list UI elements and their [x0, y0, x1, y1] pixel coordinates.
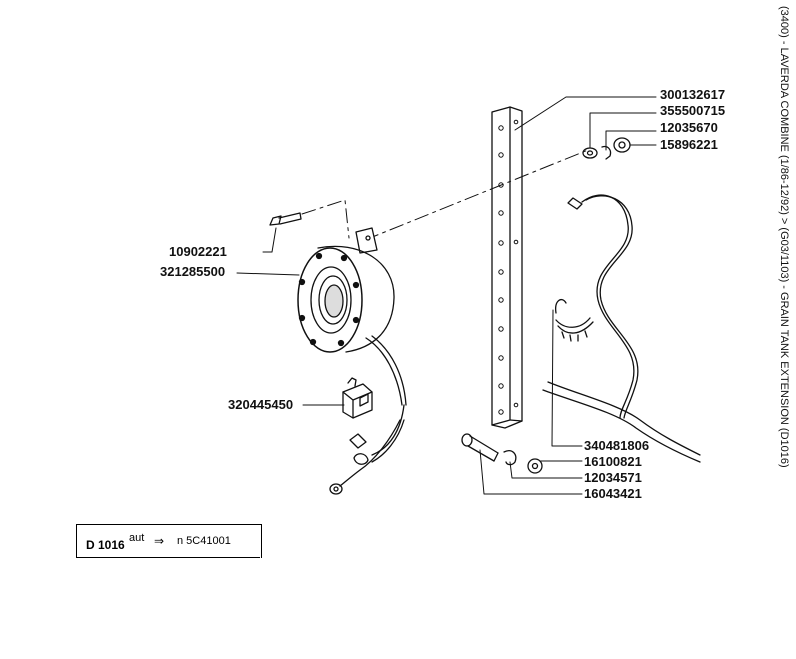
part-number-12034571[interactable]: 12034571: [584, 470, 642, 485]
relay-part: [342, 377, 373, 419]
part-number-340481806[interactable]: 340481806: [584, 438, 650, 453]
bottom-bolt-set: [461, 433, 543, 474]
part-number-16100821[interactable]: 16100821: [584, 454, 642, 469]
flange-motor: [297, 227, 395, 353]
slotted-bar: [491, 106, 523, 429]
leader-16043421: [479, 449, 583, 495]
part-number-15896221[interactable]: 15896221: [660, 137, 718, 152]
screw-part: [269, 212, 302, 226]
part-number-10902221[interactable]: 10902221: [169, 244, 227, 259]
center-line-main: [364, 149, 589, 241]
leader-355500715: [589, 112, 657, 149]
part-number-16043421[interactable]: 16043421: [584, 486, 642, 501]
leader-10902221: [262, 227, 277, 253]
part-number-12035670[interactable]: 12035670: [660, 120, 718, 135]
part-number-320445450[interactable]: 320445450: [228, 397, 294, 412]
leader-300132617: [514, 96, 657, 131]
center-line-screw: [301, 199, 350, 239]
reference-serial: n 5C41001: [177, 535, 231, 547]
leader-12035670: [605, 130, 657, 151]
part-number-355500715[interactable]: 355500715: [660, 103, 726, 118]
reference-aut: aut: [129, 532, 145, 544]
drawing-title: (3400) - LAVERDA COMBINE (1/86-12/92) > …: [778, 6, 790, 468]
part-number-300132617[interactable]: 300132617: [660, 87, 726, 102]
sensor-wire: [542, 194, 701, 463]
arrow-icon: ⇒: [154, 534, 165, 548]
wire-harness: [329, 335, 407, 495]
reference-code: D 1016: [86, 538, 125, 552]
leader-12034571: [509, 461, 583, 479]
reference-box: D 1016 aut ⇒ n 5C41001: [76, 524, 262, 558]
clip-part: [555, 299, 594, 342]
reference-divider: [76, 557, 260, 558]
leader-340481806: [551, 309, 583, 447]
part-number-321285500[interactable]: 321285500: [160, 264, 226, 279]
leader-321285500: [236, 272, 300, 276]
